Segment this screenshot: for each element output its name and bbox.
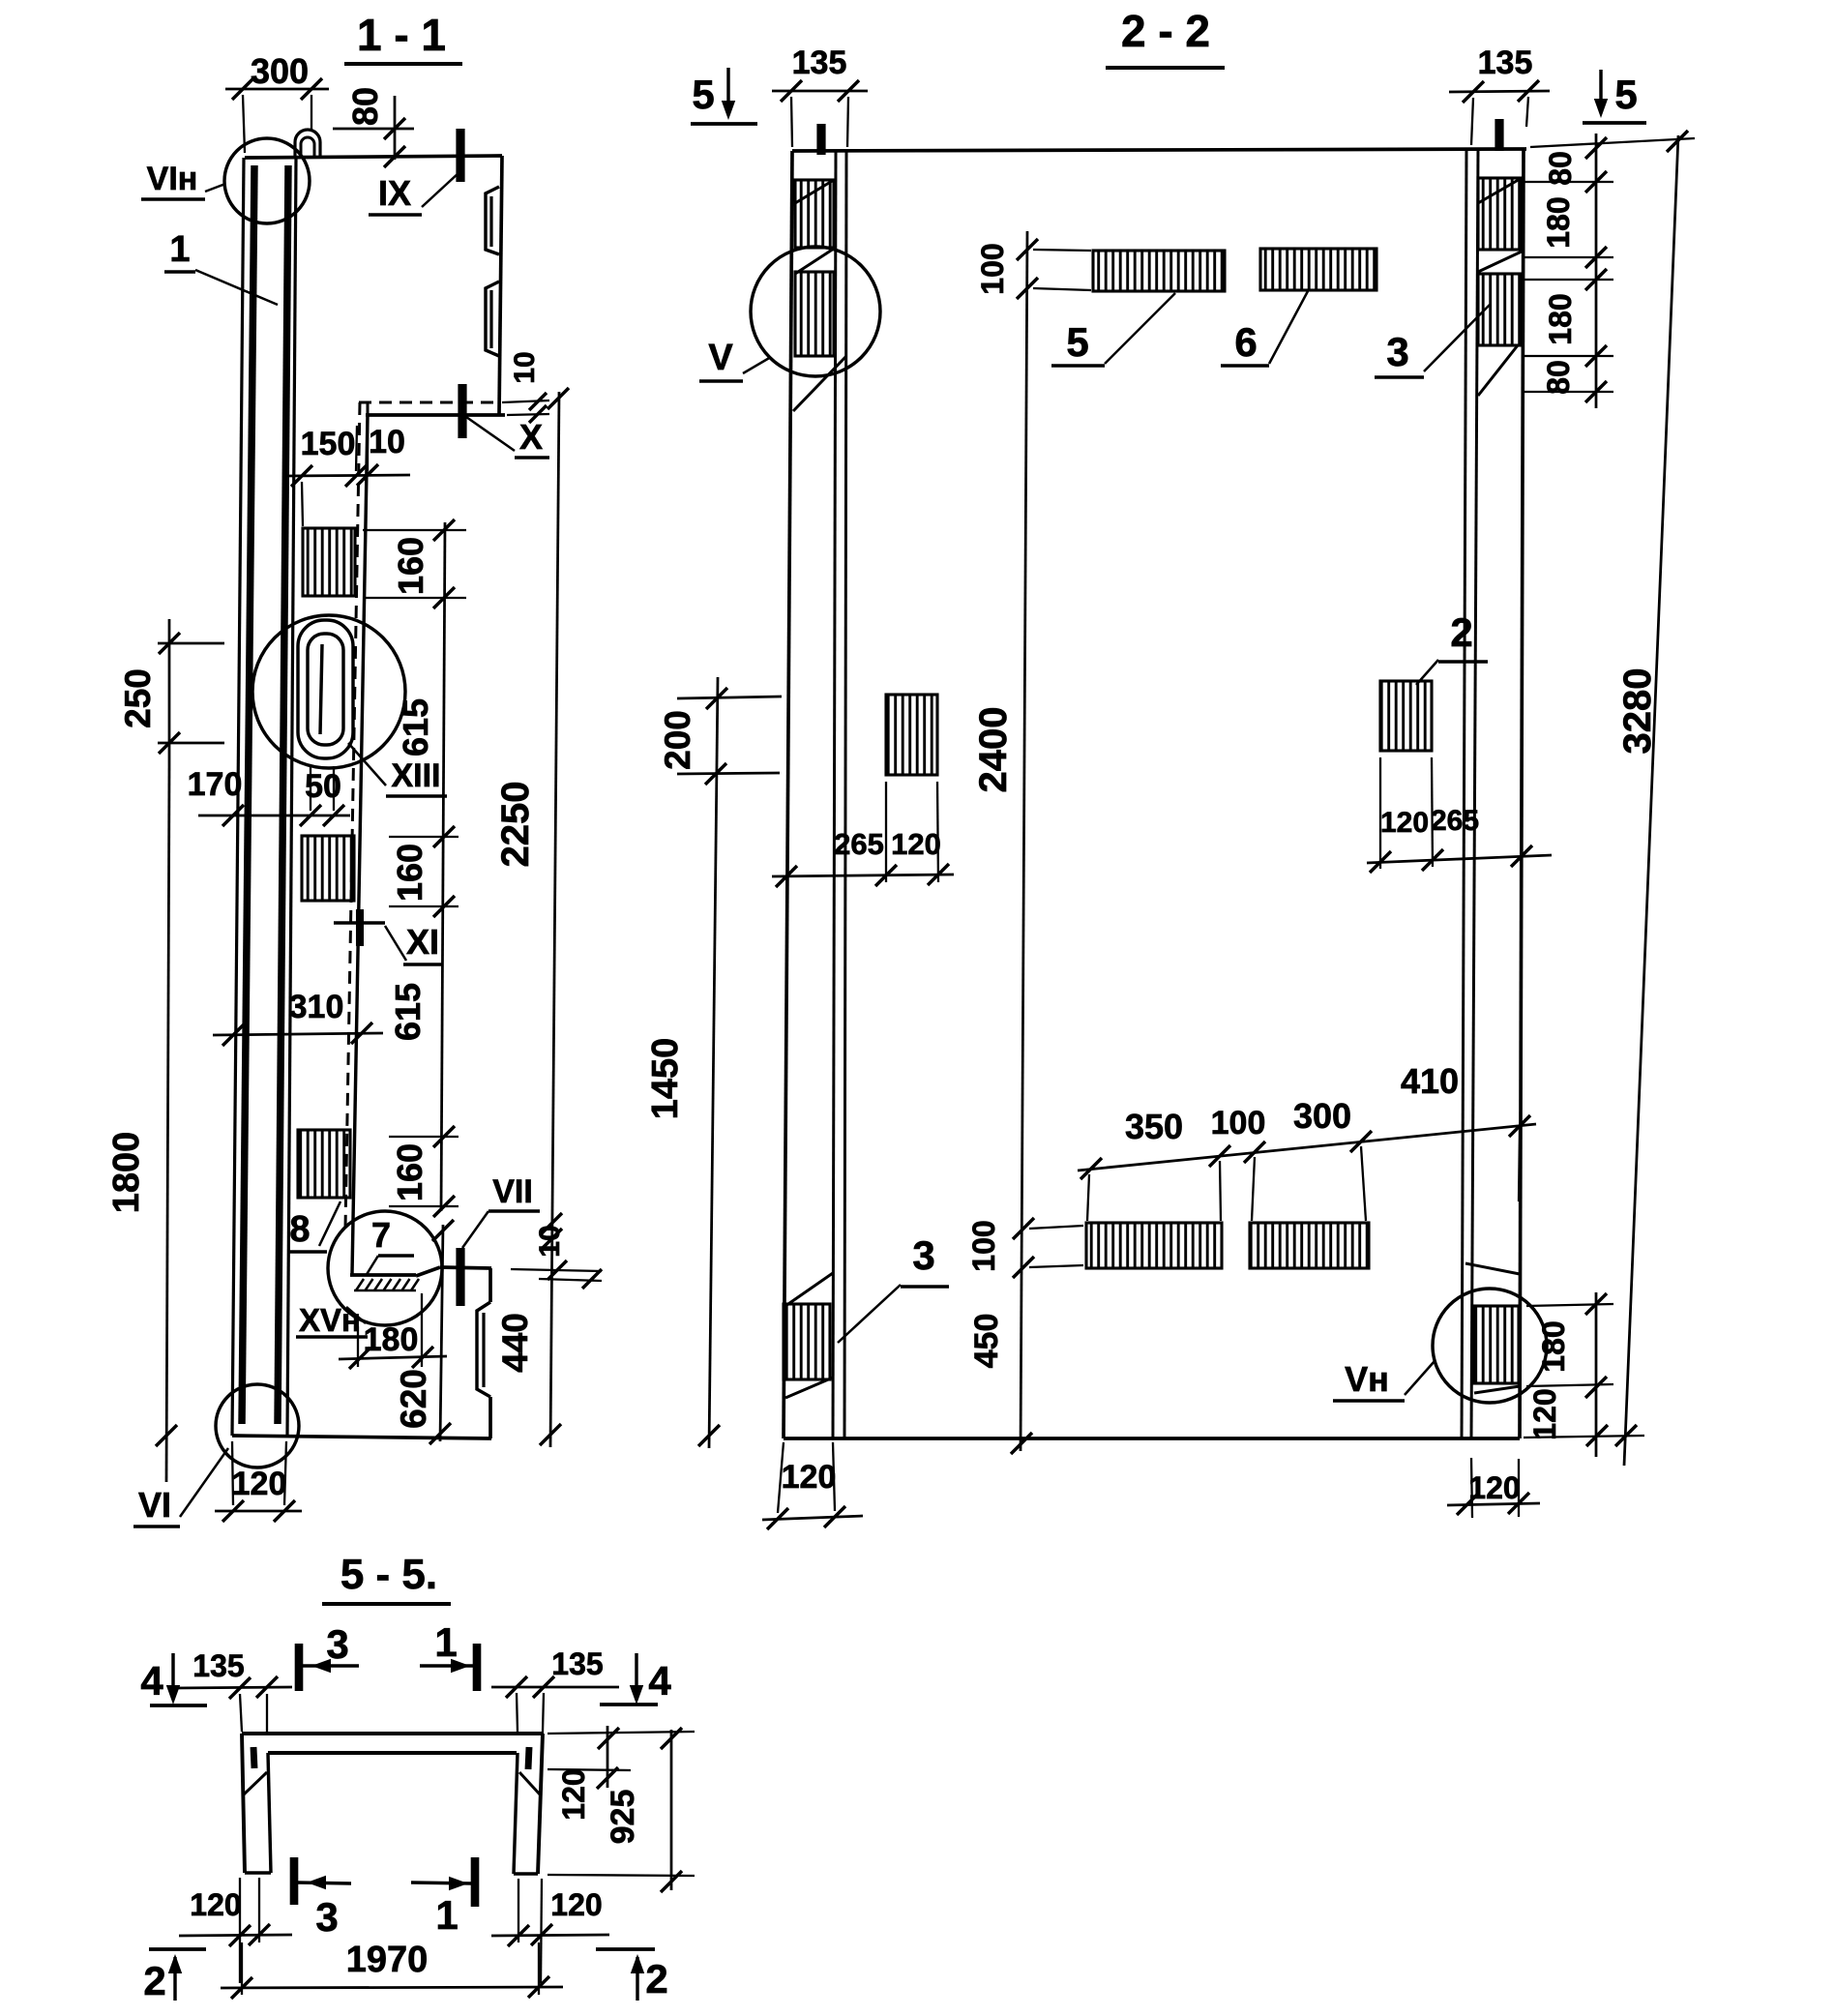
svg-text:IX: IX: [378, 173, 411, 213]
svg-text:120: 120: [232, 1466, 287, 1502]
svg-text:8: 8: [289, 1209, 310, 1250]
svg-text:120: 120: [1468, 1470, 1520, 1505]
svg-text:440: 440: [495, 1313, 535, 1373]
svg-text:180: 180: [1536, 1320, 1571, 1372]
svg-text:80: 80: [1541, 360, 1576, 395]
svg-text:300: 300: [1293, 1096, 1351, 1136]
svg-text:XVн: XVн: [299, 1302, 361, 1338]
svg-text:135: 135: [551, 1646, 603, 1681]
svg-text:Vн: Vн: [1345, 1359, 1389, 1399]
svg-text:4: 4: [648, 1658, 671, 1704]
svg-text:615: 615: [388, 983, 428, 1041]
svg-text:1: 1: [434, 1619, 457, 1665]
svg-text:265: 265: [834, 827, 884, 861]
svg-text:80: 80: [1543, 151, 1578, 186]
svg-text:1 - 1: 1 - 1: [357, 10, 446, 60]
svg-text:200: 200: [658, 710, 697, 770]
svg-text:5 - 5.: 5 - 5.: [340, 1551, 437, 1598]
svg-text:10: 10: [369, 424, 405, 460]
svg-text:620: 620: [394, 1369, 433, 1429]
svg-text:310: 310: [289, 989, 344, 1025]
svg-text:2: 2: [143, 1958, 165, 2003]
svg-text:2400: 2400: [972, 707, 1015, 793]
svg-text:120: 120: [782, 1459, 837, 1496]
svg-text:XI: XI: [406, 922, 439, 962]
svg-text:350: 350: [1125, 1107, 1183, 1146]
svg-text:300: 300: [251, 51, 309, 91]
svg-text:3280: 3280: [1616, 668, 1659, 755]
svg-text:120: 120: [1380, 807, 1429, 839]
svg-text:2 - 2: 2 - 2: [1121, 6, 1210, 56]
svg-text:135: 135: [192, 1648, 244, 1683]
svg-text:120: 120: [190, 1887, 241, 1922]
svg-text:10: 10: [509, 351, 541, 383]
svg-text:VII: VII: [492, 1173, 533, 1210]
svg-text:7: 7: [371, 1215, 391, 1255]
svg-text:925: 925: [605, 1790, 641, 1845]
svg-text:VIн: VIн: [147, 161, 198, 197]
svg-text:1800: 1800: [106, 1132, 147, 1214]
svg-text:3: 3: [1386, 329, 1408, 374]
svg-text:250: 250: [118, 668, 158, 728]
svg-text:120: 120: [556, 1768, 591, 1820]
svg-text:160: 160: [391, 537, 430, 595]
svg-text:V: V: [708, 338, 733, 378]
svg-text:3: 3: [326, 1621, 348, 1667]
svg-text:1: 1: [169, 229, 190, 270]
svg-text:1: 1: [435, 1892, 458, 1938]
svg-text:170: 170: [188, 766, 243, 803]
svg-text:120: 120: [1527, 1388, 1562, 1439]
svg-text:160: 160: [390, 844, 429, 902]
svg-text:5: 5: [1614, 72, 1637, 117]
svg-text:100: 100: [966, 1220, 1001, 1271]
svg-text:450: 450: [968, 1314, 1005, 1369]
svg-text:2250: 2250: [494, 782, 537, 868]
svg-text:410: 410: [1401, 1061, 1459, 1101]
svg-text:5: 5: [692, 72, 714, 117]
svg-text:5: 5: [1066, 319, 1088, 365]
svg-text:3: 3: [912, 1232, 934, 1278]
svg-text:180: 180: [1543, 293, 1578, 344]
svg-text:180: 180: [364, 1321, 419, 1358]
svg-text:120: 120: [550, 1887, 602, 1922]
svg-text:160: 160: [390, 1143, 429, 1201]
svg-text:180: 180: [1541, 196, 1576, 248]
svg-text:3: 3: [315, 1894, 338, 1940]
svg-text:4: 4: [140, 1658, 163, 1704]
svg-text:100: 100: [975, 243, 1010, 294]
svg-text:10: 10: [534, 1225, 566, 1257]
svg-text:150: 150: [301, 426, 356, 462]
svg-text:1970: 1970: [346, 1940, 429, 1980]
svg-text:265: 265: [1431, 805, 1479, 837]
svg-text:100: 100: [1211, 1105, 1266, 1141]
svg-text:XIII: XIII: [391, 757, 440, 794]
svg-text:120: 120: [891, 827, 941, 861]
svg-text:6: 6: [1234, 319, 1257, 365]
svg-text:2: 2: [645, 1956, 667, 2001]
svg-text:135: 135: [1478, 44, 1533, 81]
svg-text:615: 615: [396, 698, 435, 756]
svg-text:VI: VI: [138, 1485, 171, 1525]
svg-text:1450: 1450: [645, 1038, 686, 1120]
svg-text:X: X: [519, 417, 543, 457]
svg-text:2: 2: [1450, 609, 1472, 655]
svg-text:80: 80: [345, 87, 385, 126]
svg-text:135: 135: [792, 44, 847, 81]
